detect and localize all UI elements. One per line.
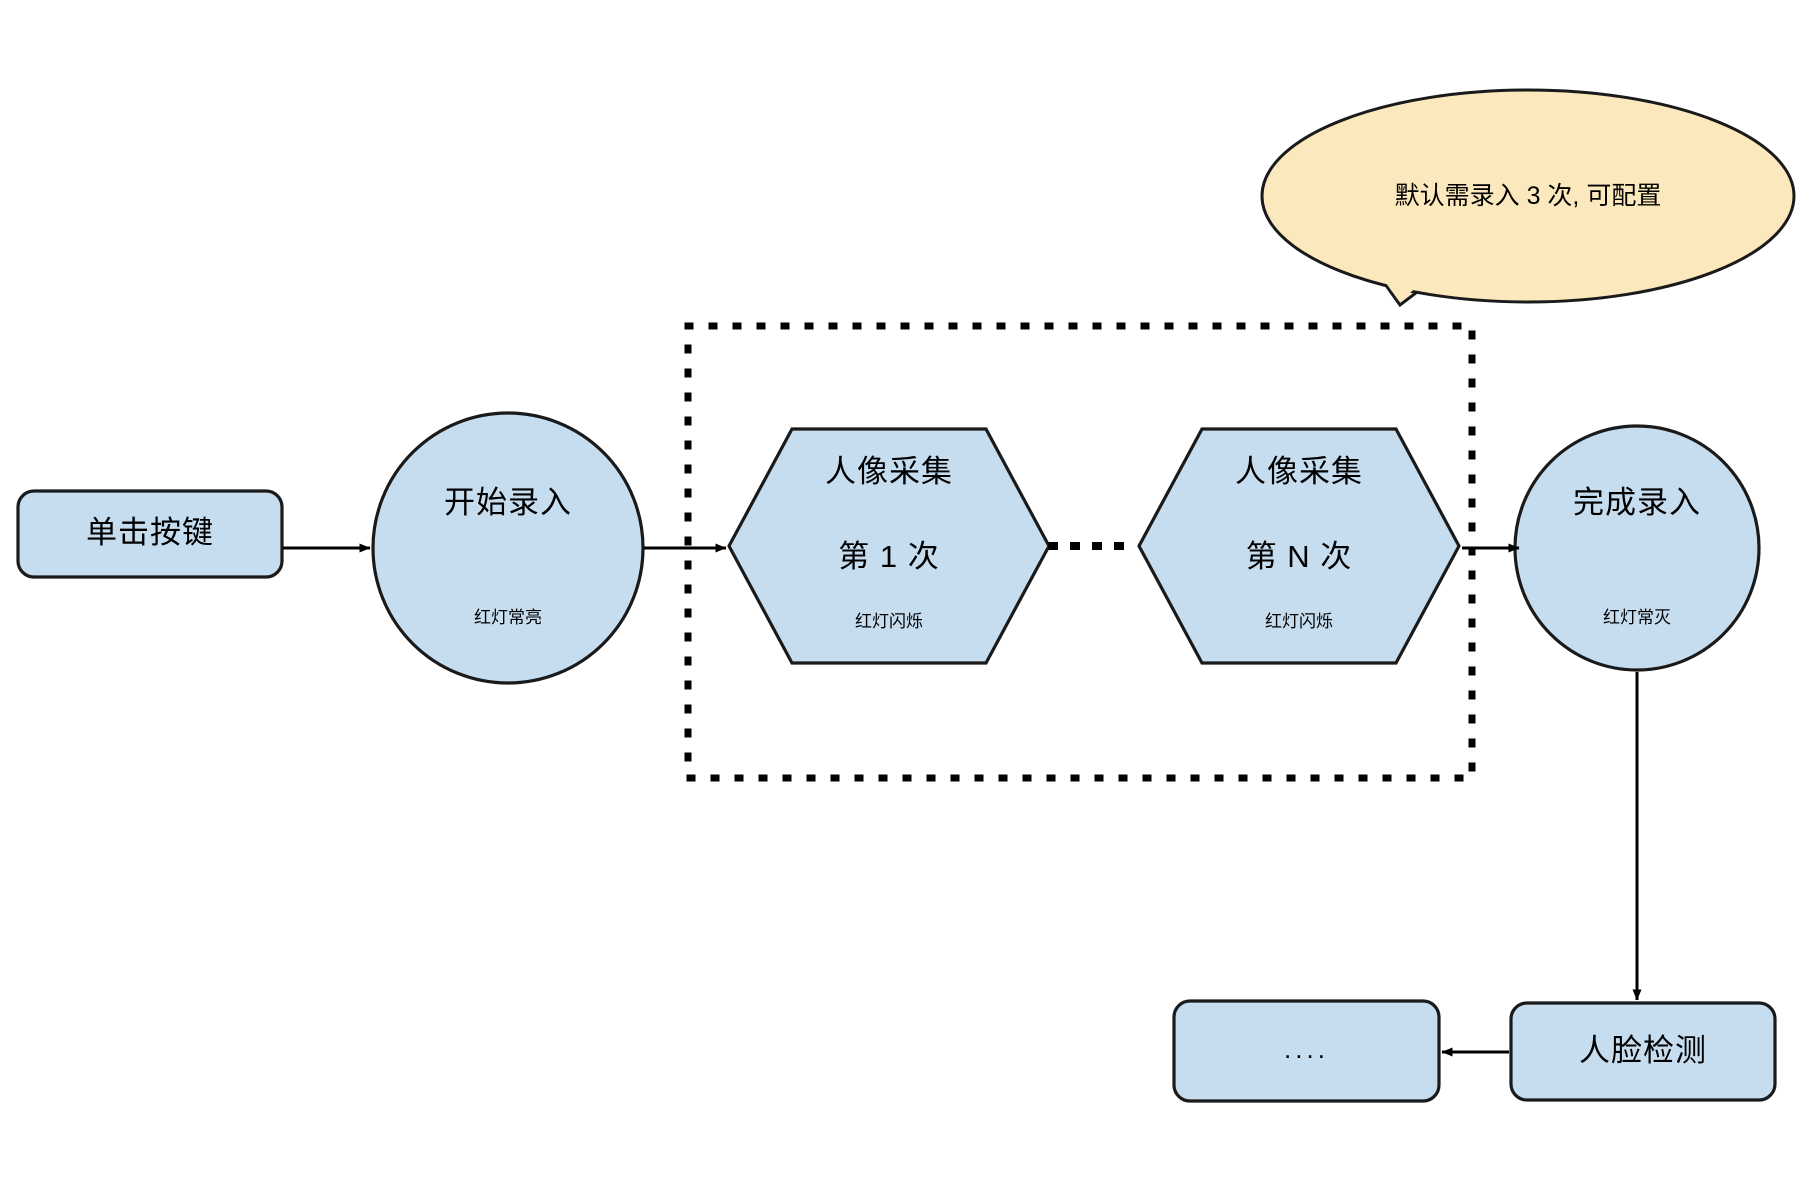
node-capture-nth-shape[interactable] [1137, 427, 1461, 665]
node-finish-enroll-shape[interactable] [1513, 424, 1761, 672]
node-click-button-shape[interactable] [16, 489, 284, 579]
node-start-enroll-shape[interactable] [371, 411, 645, 685]
capture-loop-group [684, 322, 1476, 782]
callout-bubble[interactable] [1260, 88, 1796, 304]
node-face-detect-shape[interactable] [1509, 1001, 1777, 1102]
node-more-steps-shape[interactable] [1172, 999, 1441, 1103]
callout-tail-fill [1352, 236, 1462, 301]
node-capture-first-shape[interactable] [727, 427, 1051, 665]
